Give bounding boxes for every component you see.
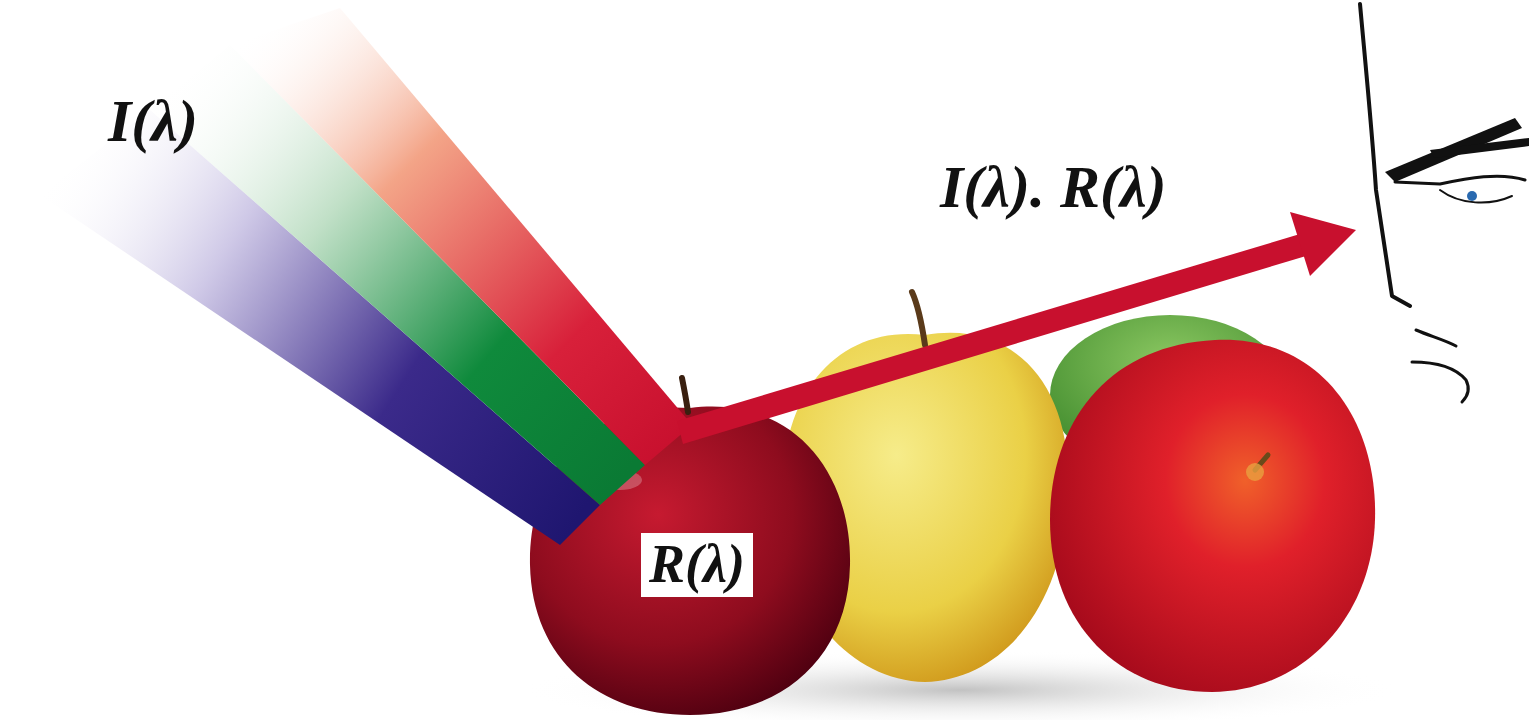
- formula-label: I(λ): [108, 88, 1529, 154]
- reflectance-text: R(λ): [649, 535, 745, 594]
- reflectance-box: R(λ): [641, 533, 753, 597]
- formula-label: I(λ). R(λ): [940, 154, 1529, 220]
